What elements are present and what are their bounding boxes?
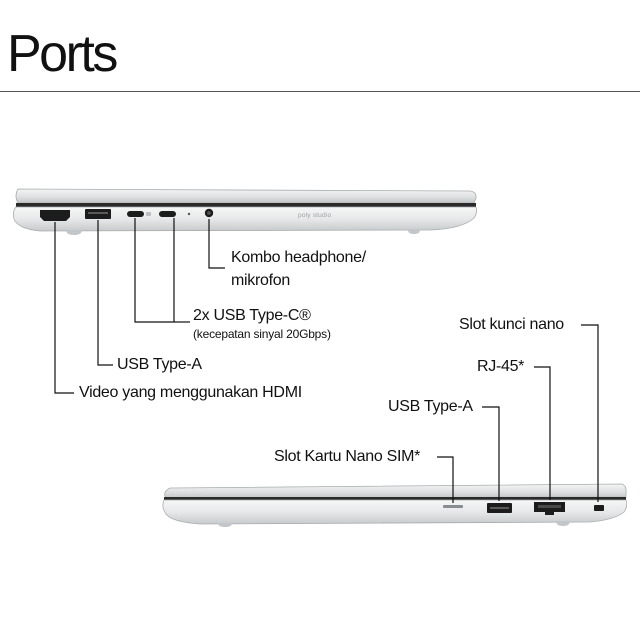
- usb-c-port-1: [127, 211, 144, 217]
- laptop-lid: [15, 188, 477, 204]
- hdmi-callout-line: [54, 222, 74, 394]
- laptop-foot-right-2: [556, 521, 570, 526]
- title-divider: [0, 91, 640, 92]
- rj45-callout-line: [534, 366, 551, 500]
- laptop-foot-front: [66, 230, 82, 235]
- usb-a-label-right: USB Type-A: [388, 398, 473, 415]
- page-title: Ports: [7, 25, 118, 83]
- hdmi-label: Video yang menggunakan HDMI: [79, 384, 302, 401]
- usb-c-port-2: [159, 211, 176, 217]
- usba-right-callout-line: [482, 406, 500, 501]
- laptop-seam: [16, 203, 476, 207]
- brand-text: poly studio: [298, 212, 331, 219]
- headphone-label-line1: Kombo headphone/: [231, 249, 366, 266]
- headphone-callout-line: [208, 219, 225, 269]
- right-callout-lines: [437, 324, 599, 503]
- usbc-callout-line: [134, 218, 175, 323]
- usba-callout-line: [97, 220, 113, 366]
- sim-callout-line: [437, 456, 454, 503]
- sim-slot-label: Slot Kartu Nano SIM*: [274, 448, 421, 465]
- hdmi-port: [40, 210, 70, 221]
- sim-slot: [443, 505, 463, 508]
- usb-a-label-left: USB Type-A: [117, 356, 202, 373]
- status-led: [187, 212, 191, 216]
- headphone-label-line2: mikrofon: [231, 272, 290, 289]
- laptop-base: [12, 206, 478, 232]
- left-callout-lines: [54, 218, 225, 394]
- laptop-right-side-view: [162, 483, 628, 527]
- rj45-label: RJ-45*: [477, 358, 525, 375]
- laptop-left-side-view: poly studio: [12, 188, 478, 235]
- lock-callout-line: [581, 324, 599, 502]
- laptop-foot-rear: [408, 230, 420, 234]
- laptop-foot-right-1: [218, 523, 232, 527]
- usbc-label: 2x USB Type-C®: [193, 307, 311, 324]
- laptop-seam-right: [164, 497, 626, 500]
- usbc-note: (kecepatan sinyal 20Gbps): [193, 327, 331, 341]
- laptop-lid-right: [164, 483, 627, 499]
- nano-lock-label: Slot kunci nano: [459, 316, 564, 333]
- nano-lock-slot: [594, 505, 604, 511]
